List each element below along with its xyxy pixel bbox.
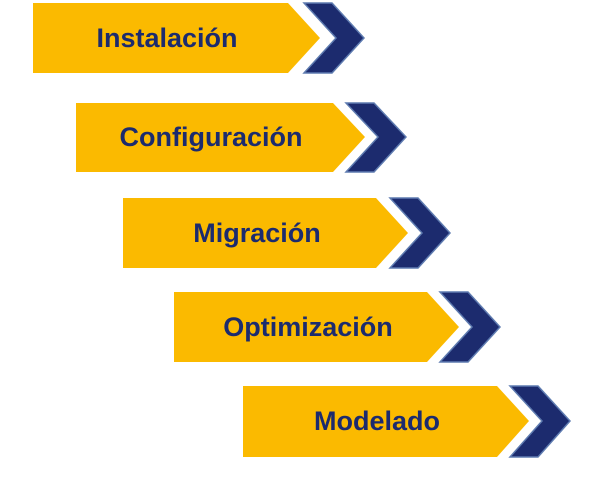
step-3-bar <box>123 198 408 268</box>
step-2-chevron-icon <box>344 102 408 173</box>
step-1: Instalación <box>33 2 366 74</box>
step-5-chevron-icon <box>508 385 572 458</box>
step-4-bar <box>174 292 459 362</box>
step-4-chevron-icon <box>438 291 502 363</box>
step-1-label: Instalación <box>96 23 237 53</box>
step-3-chevron-icon <box>388 197 452 269</box>
step-1-bar <box>33 3 320 73</box>
step-4-label: Optimización <box>223 312 393 342</box>
step-3: Migración <box>123 197 452 269</box>
step-4: Optimización <box>174 291 502 363</box>
step-1-chevron-icon <box>302 2 366 74</box>
step-5-bar <box>243 386 529 457</box>
step-2-bar <box>76 103 365 172</box>
step-5: Modelado <box>243 385 572 458</box>
step-2: Configuración <box>76 102 408 173</box>
step-5-label: Modelado <box>314 406 440 436</box>
step-2-label: Configuración <box>120 122 303 152</box>
step-3-label: Migración <box>193 218 321 248</box>
